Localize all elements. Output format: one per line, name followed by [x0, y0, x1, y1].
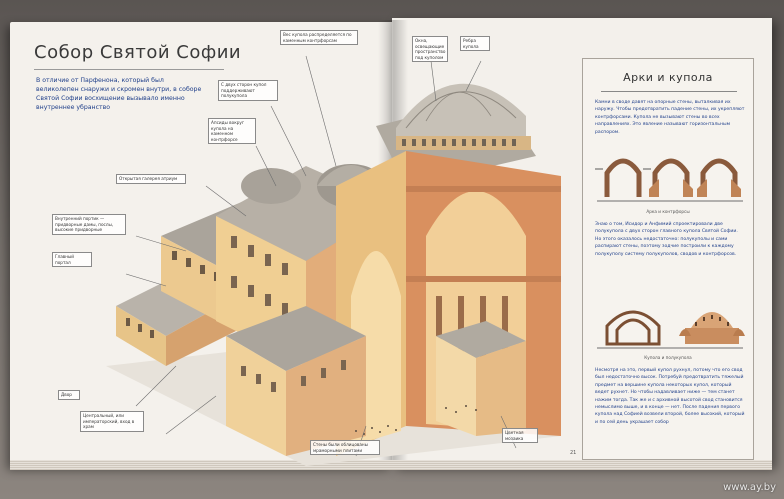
callout-imperial-entrance: Центральный, или императорский, вход в х… [80, 411, 144, 432]
intro-paragraph: В отличие от Парфенона, который был вели… [36, 77, 202, 111]
panel-paragraph-3: Несмотря на это, первый купол рухнул, по… [595, 368, 745, 425]
callout-atrium-gallery: Открытая галерея атриум [116, 174, 186, 184]
caption-domes: Купола и полукупола [644, 355, 692, 360]
callout-dome-windows: Окна, освещающие пространство под куполо… [412, 36, 448, 62]
callout-mosaic: Цветная мозаика [502, 428, 538, 443]
watermark-text: www.ay.by [723, 482, 776, 493]
panel-paragraph-2: Знаю о том, Исидор и Анфимий спроектиров… [595, 222, 738, 257]
panel-title: Арки и купола [623, 71, 713, 84]
callout-inner-portico: Внутренний портик — придворные дамы, пос… [52, 214, 126, 235]
callout-dome-weight: Вес купола распределяется по каменным ко… [280, 30, 358, 45]
great-dome [376, 83, 536, 186]
callout-courtyard: Двор [58, 390, 80, 400]
open-book: Собор Святой Софии В отличие от Парфенон… [10, 14, 772, 470]
callout-dome-ribs: Ребра купола [460, 36, 490, 51]
panel-paragraph-1: Камни в своде давят на опорные стены, вы… [595, 100, 745, 135]
caption-arches: Арка и контрфорсы [646, 209, 690, 214]
callout-semidomes: С двух сторон купол поддерживают полукуп… [218, 80, 278, 101]
domes-semidomes-diagram [597, 310, 745, 349]
title-divider [34, 69, 224, 70]
cathedral-cutaway-illustration [106, 55, 561, 466]
right-page-number: 21 [570, 450, 577, 456]
arches-domes-panel: Арки и купола Камни в своде давят на опо… [582, 58, 754, 460]
crowd-figures [355, 405, 477, 435]
panel-title-divider [601, 91, 737, 92]
callout-main-portal: Главный портал [52, 252, 92, 267]
arches-buttress-diagram [595, 158, 743, 202]
callout-apses: Апсиды вокруг купола на каменном контрфо… [208, 118, 256, 144]
front-buildings [226, 306, 526, 456]
callout-marble-walls: Стены были облицованы мраморными плитами [310, 440, 380, 455]
page-edges [10, 460, 772, 470]
page-title: Собор Святой Софии [34, 42, 242, 63]
leader-lines [125, 55, 517, 457]
